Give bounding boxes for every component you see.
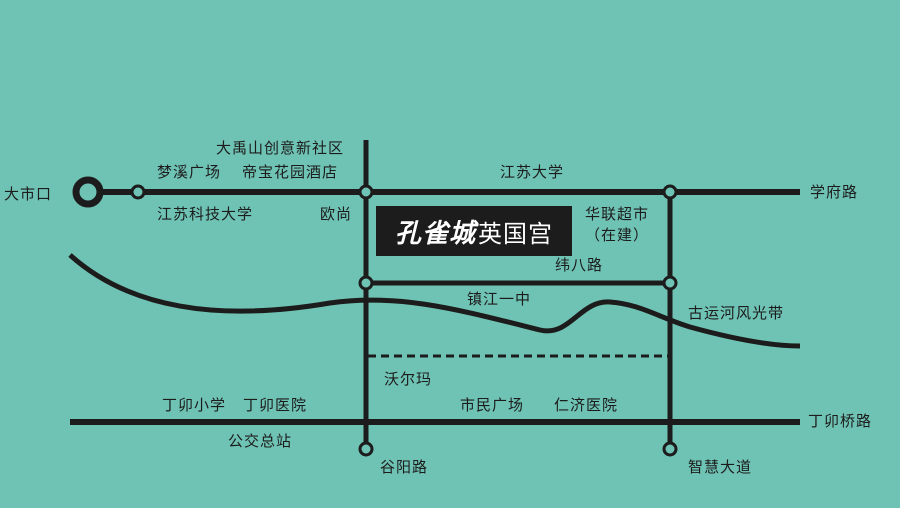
label-citizen-square: 市民广场 — [460, 396, 525, 414]
river-line — [68, 253, 801, 349]
node-dashikou — [72, 176, 104, 208]
label-oushang: 欧尚 — [320, 205, 353, 223]
label-road-zhihui: 智慧大道 — [688, 458, 753, 476]
project-logo: 孔雀城 英国宫 — [376, 206, 572, 256]
node-oushang — [358, 184, 374, 200]
node-weiba-east — [662, 275, 678, 291]
label-hualian: 华联超市 — [585, 205, 650, 223]
label-walmart: 沃尔玛 — [384, 370, 433, 388]
project-brand: 孔雀城 — [394, 218, 476, 249]
label-dingmao-school: 丁卯小学 — [162, 396, 227, 414]
label-renji: 仁济医院 — [554, 396, 619, 414]
label-zhenjiang1: 镇江一中 — [467, 290, 532, 308]
label-road-weiba: 纬八路 — [555, 256, 604, 274]
node-jiangda — [662, 184, 678, 200]
node-keda — [130, 184, 146, 200]
project-name: 英国宫 — [478, 219, 553, 248]
label-grand-canal: 古运河风光带 — [688, 304, 785, 322]
label-jiangda: 江苏大学 — [500, 163, 565, 181]
label-bus-station: 公交总站 — [228, 432, 293, 450]
node-zhihui-end — [662, 441, 678, 457]
label-road-dingmaoqiao: 丁卯桥路 — [808, 412, 873, 430]
label-dashikou: 大市口 — [4, 185, 53, 203]
label-daxia: 大禹山创意新社区 — [216, 139, 345, 157]
label-mengxi: 梦溪广场 — [157, 163, 222, 181]
label-dingmao-hospital: 丁卯医院 — [243, 396, 308, 414]
label-road-guyang: 谷阳路 — [380, 458, 429, 476]
label-hualian-note: （在建） — [585, 226, 650, 244]
node-guyang-end — [358, 441, 374, 457]
label-jiangkeda: 江苏科技大学 — [157, 205, 254, 223]
node-weiba-west — [358, 275, 374, 291]
label-road-xuefu: 学府路 — [810, 183, 859, 201]
label-dibao: 帝宝花园酒店 — [242, 163, 339, 181]
